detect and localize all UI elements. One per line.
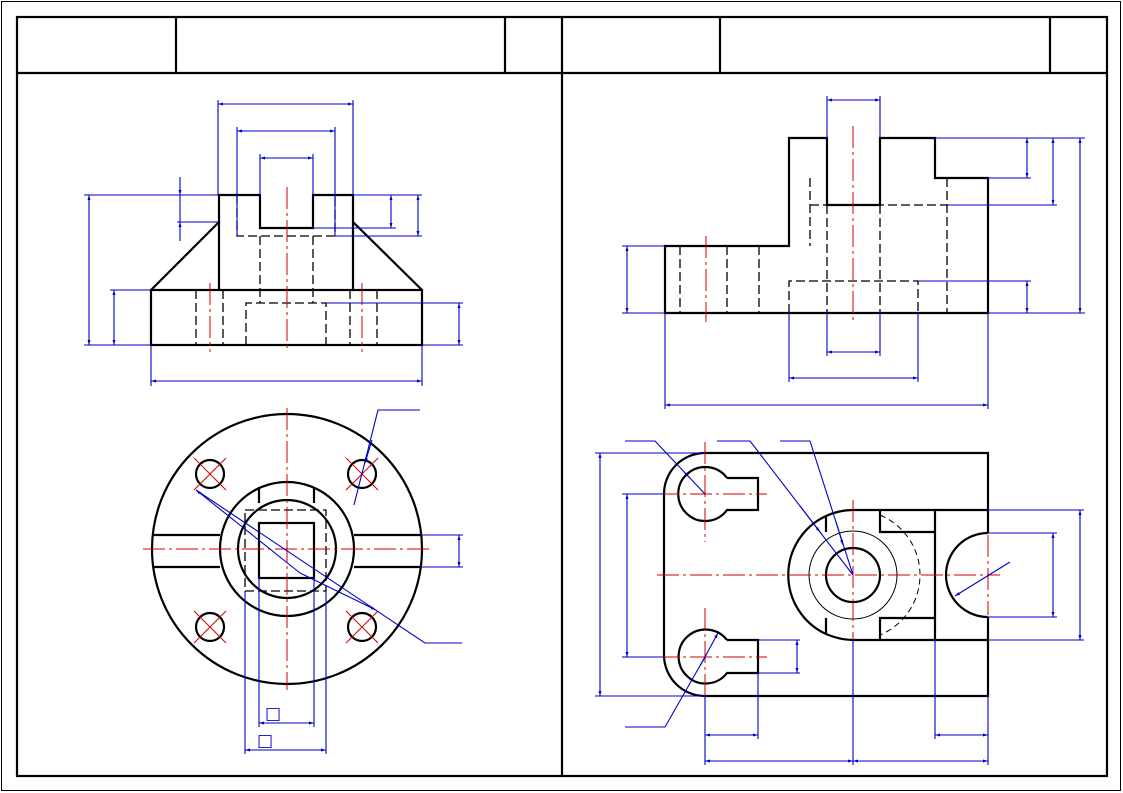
square-symbol-inner: □ [265, 704, 281, 724]
right-front-view [663, 126, 990, 322]
left-top-view [143, 408, 430, 690]
left-front-view [149, 187, 424, 352]
right-top-dimensions [595, 440, 1084, 765]
right-front-dimensions [622, 96, 1085, 409]
left-top-dimensions: □ □ [195, 409, 463, 754]
square-symbol-outer: □ [257, 731, 273, 751]
left-front-dimensions [84, 100, 463, 386]
right-top-view [657, 442, 1000, 705]
